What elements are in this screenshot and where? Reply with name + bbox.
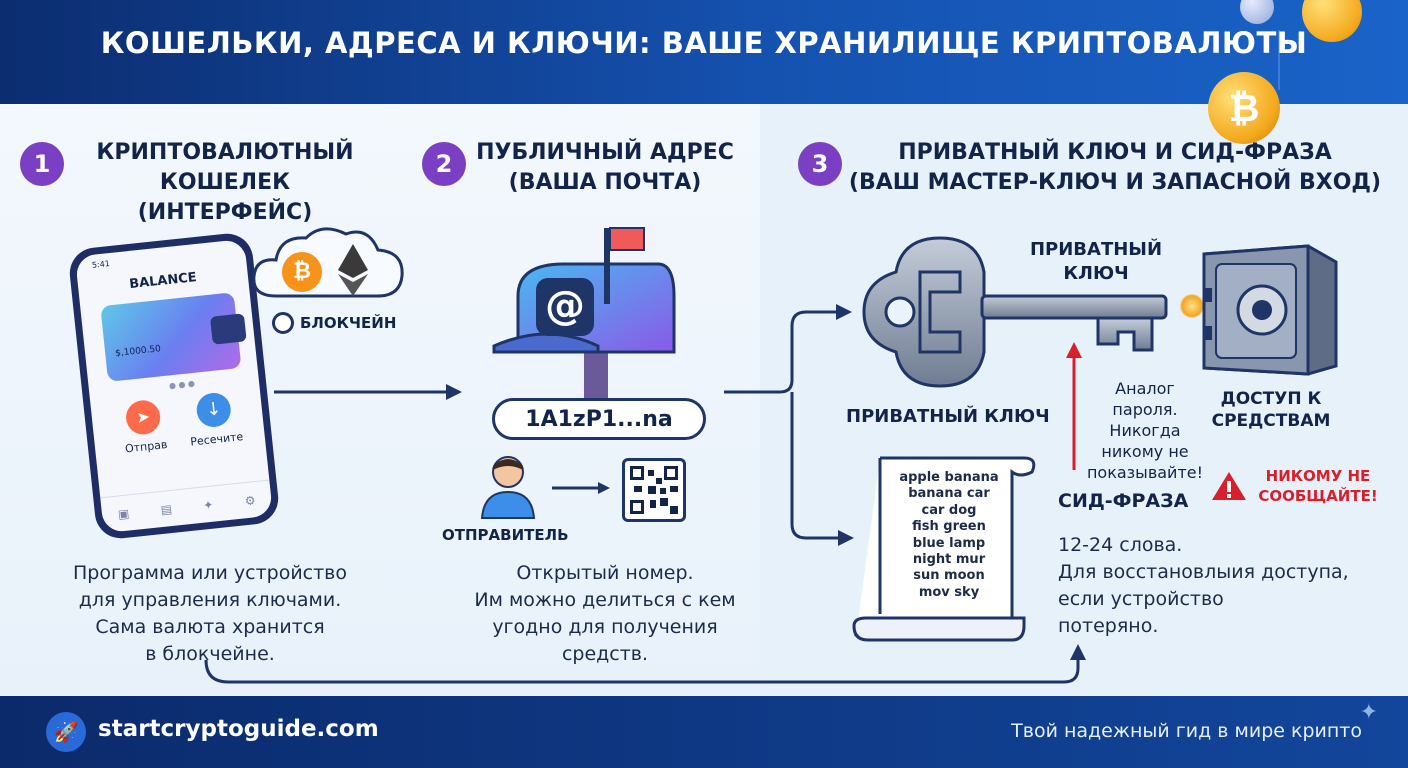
header-banner: КОШЕЛЬКИ, АДРЕСА И КЛЮЧИ: ВАШЕ ХРАНИЛИЩЕ… [0,0,1408,104]
section-3-title-line1: ПРИВАТНЫЙ КЛЮЧ И СИД-ФРАЗА [898,140,1332,165]
blockchain-label: БЛОКЧЕЙН [300,314,397,332]
warning-label: НИКОМУ НЕ СООБЩАЙТЕ! [1254,466,1382,506]
warning-line1: НИКОМУ НЕ [1265,467,1371,485]
section-1-description: Программа или устройство для управления … [40,560,380,668]
footer-site-link[interactable]: startcryptoguide.com [98,716,379,742]
section-3-number: 3 [798,142,842,186]
ethereum-icon [338,244,368,296]
note-line: Никогда [1109,421,1181,440]
sparkle-icon: ✦ [1359,700,1378,725]
note-line: никому не [1101,442,1189,461]
section-2-title: ПУБЛИЧНЫЙ АДРЕС (ВАША ПОЧТА) [470,138,740,198]
seed-desc-line: 12-24 слова. [1058,534,1183,556]
seed-desc-line: если устройство [1058,588,1224,610]
seed-phrase-description: 12-24 слова. Для восстановлыия доступа, … [1058,532,1388,640]
section-1-desc-line: Сама валюта хранится [95,616,325,638]
decorative-chart-lines [1278,30,1408,90]
bitcoin-coin-icon: ₿ [1208,72,1280,144]
seed-word-row: blue lamp [912,535,986,551]
private-key-top-label: ПРИВАТНЫЙ КЛЮЧ [1026,238,1166,286]
section-2-title-line2: (ВАША ПОЧТА) [508,170,702,195]
private-key-bottom-label: ПРИВАТНЫЙ КЛЮЧ [846,406,1050,427]
bitcoin-icon: ₿ [282,252,322,292]
section-2-desc-line: средств. [561,643,649,665]
qr-code-icon[interactable] [622,458,686,522]
footer-bar: 🚀 startcryptoguide.com Твой надежный гид… [0,696,1408,768]
seed-phrase-scroll-icon [852,456,1036,642]
safe-label-line2: СРЕДСТВАМ [1211,411,1331,431]
keyhole-glow-icon [1180,294,1204,318]
section-2-desc-line: Открытый номер. [516,562,694,584]
warning-icon [1212,472,1246,500]
sender-label: ОТПРАВИТЕЛЬ [442,526,569,544]
arrow-right-icon [552,482,610,494]
seed-phrase-label: СИД-ФРАЗА [1058,490,1189,512]
at-symbol-icon: @ [536,278,594,336]
section-1-title: КРИПТОВАЛЮТНЫЙ КОШЕЛЕК (ИНТЕРФЕЙС) [70,138,380,228]
warning-line2: СООБЩАЙТЕ! [1258,487,1378,505]
note-line: пароля. [1112,400,1178,419]
seed-word-row: fish green [912,519,986,535]
private-key-icon [862,236,1168,388]
section-1-desc-line: для управления ключами. [78,589,342,611]
section-2-description: Открытый номер. Им можно делиться с кем … [430,560,780,668]
seed-word-row: car dog [921,502,977,518]
seed-desc-line: потеряно. [1058,615,1159,637]
rocket-logo-icon: 🚀 [46,712,86,752]
cloud-bubble-dot [272,312,294,334]
mailbox-illustration: @ [488,222,688,402]
section-1-desc-line: Программа или устройство [72,562,347,584]
section-1-title-line1: КРИПТОВАЛЮТНЫЙ [96,140,354,165]
section-1-number: 1 [20,142,64,186]
section-3-title: ПРИВАТНЫЙ КЛЮЧ И СИД-ФРАЗА (ВАШ МАСТЕР-К… [846,138,1384,198]
section-1-desc-line: в блокчейне. [145,643,275,665]
note-line: показывайте! [1086,463,1204,482]
seed-word-row: apple banana [899,470,999,485]
sender-avatar-icon [478,452,538,522]
seed-word-row: night mur [912,552,986,568]
note-line: Аналог [1115,379,1175,398]
blockchain-cloud: ₿ [248,222,408,306]
public-address-pill[interactable]: 1A1zP1...na [492,398,706,440]
section-2-title-line1: ПУБЛИЧНЫЙ АДРЕС [476,140,734,165]
seed-word-row: sun moon [913,568,985,584]
private-key-note: Аналог пароля. Никогда никому не показыв… [1078,378,1212,483]
seed-word-row: mov sky [918,584,980,600]
section-1-title-line2: КОШЕЛЕК (ИНТЕРФЕЙС) [137,170,313,225]
seed-desc-line: Для восстановлыия доступа, [1058,561,1349,583]
safe-label-line1: ДОСТУП К [1220,389,1322,409]
seed-words: apple banana banana car car dog fish gre… [886,470,1012,601]
footer-tagline: Твой надежный гид в мире крипто [1011,720,1362,742]
section-2-number: 2 [422,142,466,186]
page-title: КОШЕЛЬКИ, АДРЕСА И КЛЮЧИ: ВАШЕ ХРАНИЛИЩЕ… [100,26,1308,60]
section-2-desc-line: Им можно делиться с кем [474,589,736,611]
private-key-top-label-line1: ПРИВАТНЫЙ [1029,239,1163,260]
private-key-top-label-line2: КЛЮЧ [1063,263,1129,284]
safe-icon [1196,240,1342,378]
safe-label: ДОСТУП К СРЕДСТВАМ [1206,388,1336,432]
seed-word-row: banana car [908,486,990,502]
section-2-desc-line: угодно для получения [492,616,718,638]
section-3-title-line2: (ВАШ МАСТЕР-КЛЮЧ И ЗАПАСНОЙ ВХОД) [848,170,1382,195]
